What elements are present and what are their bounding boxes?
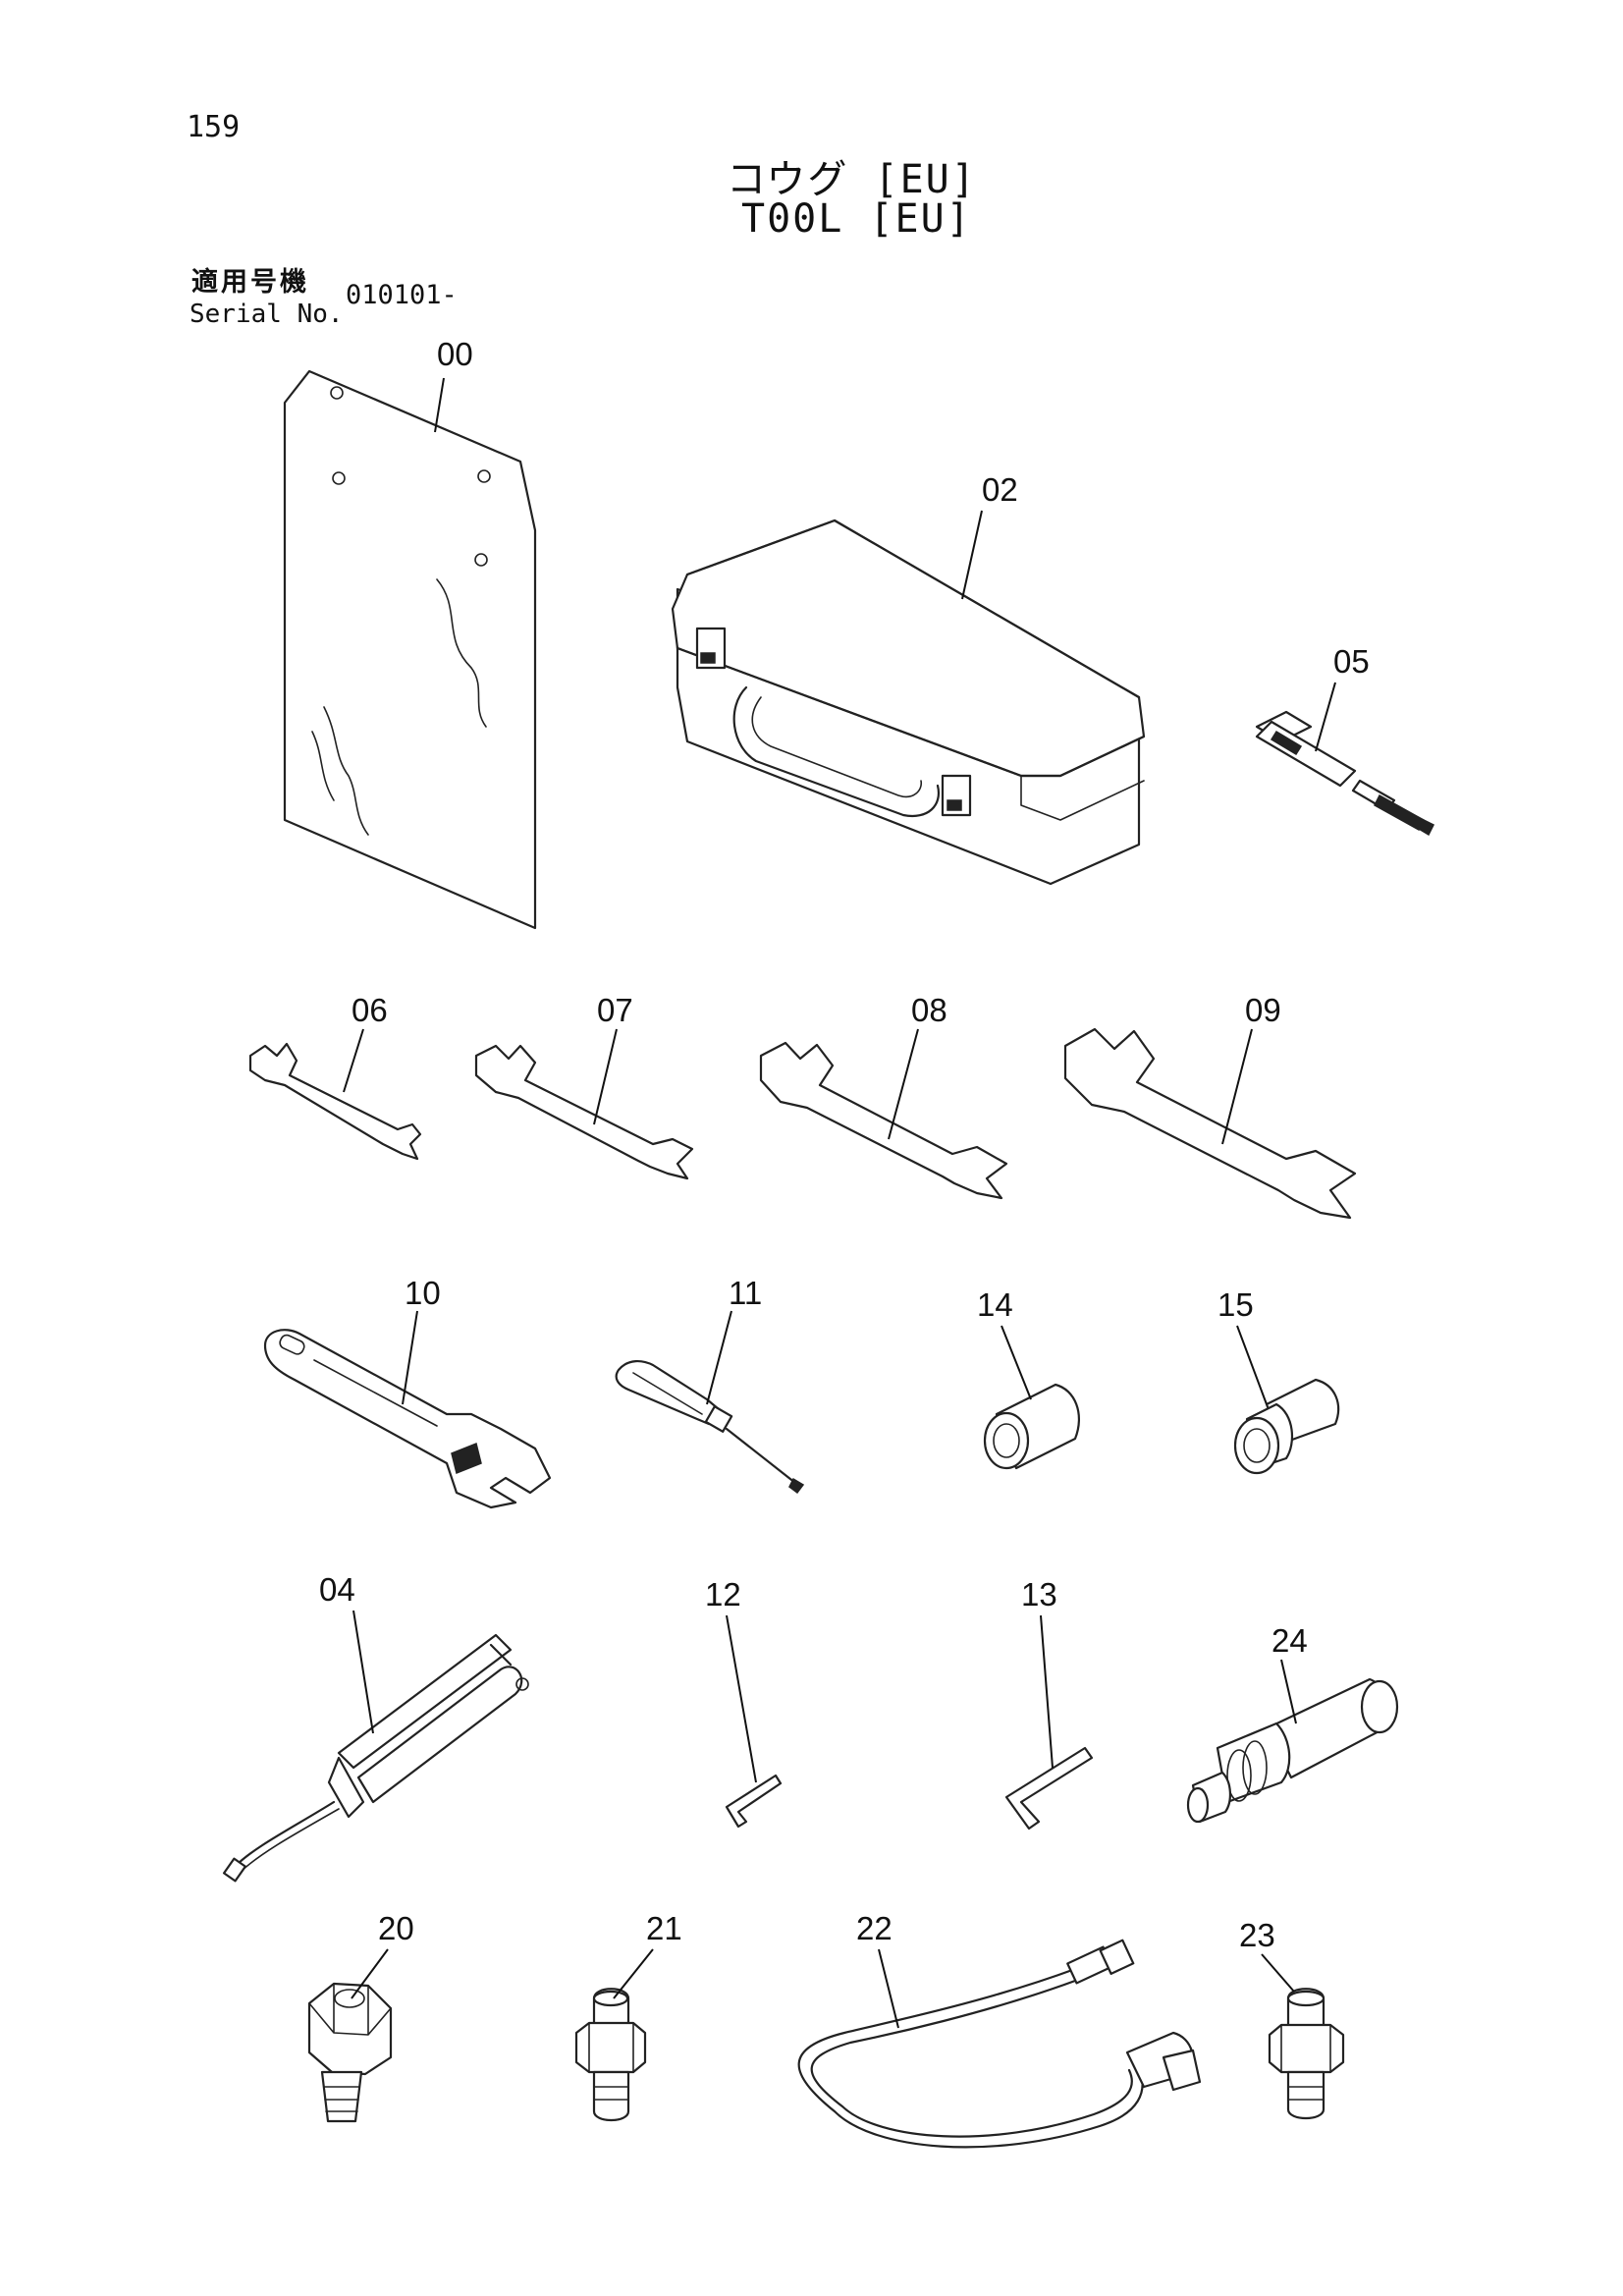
title-english: T00L [EU] — [741, 196, 972, 242]
part-label: 14 — [977, 1286, 1013, 1323]
socket-icon — [983, 1383, 1080, 1470]
part-05[interactable]: 05 — [1255, 643, 1435, 837]
part-label: 22 — [856, 1910, 893, 1946]
serial-label-english: Serial No. — [189, 300, 344, 329]
leader-line — [1040, 1614, 1054, 1769]
part-12[interactable]: 12 — [705, 1576, 783, 1829]
leader-line — [1280, 1659, 1297, 1724]
part-07[interactable]: 07 — [474, 992, 694, 1180]
part-21[interactable]: 21 — [574, 1910, 682, 2122]
leader-line — [1001, 1325, 1032, 1400]
part-label: 06 — [352, 992, 388, 1028]
socket-icon — [1233, 1378, 1340, 1475]
part-label: 09 — [1245, 992, 1281, 1028]
title-japanese: コウグ [EU] — [727, 157, 977, 202]
leader-line — [352, 1610, 374, 1734]
part-label: 04 — [319, 1571, 355, 1608]
part-label: 24 — [1271, 1622, 1308, 1659]
leader-line — [1261, 1953, 1295, 1993]
serial-label-japanese: 適用号機 — [191, 267, 309, 298]
hose-icon — [797, 1939, 1202, 2149]
part-06[interactable]: 06 — [248, 992, 422, 1161]
grease-gun-icon — [223, 1633, 529, 1883]
part-13[interactable]: 13 — [1004, 1576, 1094, 1831]
nipple-fitting-icon — [307, 1982, 393, 2123]
leader-line — [593, 1028, 618, 1125]
adjustable-wrench-icon — [263, 1329, 552, 1509]
leader-line — [1236, 1325, 1268, 1405]
leader-line — [888, 1028, 919, 1140]
part-09[interactable]: 09 — [1063, 992, 1357, 1220]
part-label: 23 — [1239, 1917, 1275, 1953]
part-14[interactable]: 14 — [977, 1286, 1080, 1470]
leader-line — [726, 1614, 757, 1783]
manual-holder-icon — [283, 369, 537, 930]
part-label: 11 — [729, 1275, 762, 1311]
page-number: 159 — [187, 110, 241, 144]
part-label: 12 — [705, 1576, 741, 1613]
part-22[interactable]: 22 — [797, 1910, 1202, 2149]
pin-bar-icon — [1255, 710, 1435, 837]
open-wrench-icon — [474, 1044, 694, 1180]
extension-tool-icon — [1186, 1677, 1399, 1824]
part-label: 13 — [1021, 1576, 1057, 1613]
hex-key-icon — [1004, 1746, 1094, 1831]
part-label: 15 — [1217, 1286, 1254, 1323]
open-wrench-icon — [759, 1041, 1008, 1200]
part-04[interactable]: 04 — [223, 1571, 529, 1883]
part-label: 07 — [597, 992, 633, 1028]
serial-value: 010101- — [346, 280, 458, 310]
part-label: 00 — [437, 336, 473, 372]
part-label: 10 — [405, 1275, 441, 1311]
part-15[interactable]: 15 — [1217, 1286, 1340, 1475]
part-08[interactable]: 08 — [759, 992, 1008, 1200]
leader-line — [878, 1948, 899, 2029]
leader-line — [1315, 682, 1336, 752]
open-wrench-icon — [1063, 1027, 1357, 1220]
leader-line — [1221, 1028, 1253, 1145]
part-23[interactable]: 23 — [1239, 1917, 1345, 2120]
open-wrench-icon — [248, 1042, 422, 1161]
adapter-fitting-icon — [1268, 1988, 1345, 2120]
part-20[interactable]: 20 — [307, 1910, 414, 2123]
part-label: 20 — [378, 1910, 414, 1946]
part-label: 21 — [646, 1910, 682, 1946]
part-24[interactable]: 24 — [1186, 1622, 1399, 1824]
part-02[interactable]: 02 — [671, 471, 1146, 886]
leader-line — [706, 1310, 732, 1405]
leader-line — [402, 1310, 418, 1405]
part-label: 05 — [1333, 643, 1370, 680]
leader-line — [343, 1028, 364, 1093]
tool-box-icon — [671, 519, 1146, 886]
part-00[interactable]: 00 — [283, 336, 537, 930]
screwdriver-icon — [615, 1360, 805, 1495]
adapter-fitting-icon — [574, 1988, 647, 2122]
part-label: 02 — [982, 471, 1018, 508]
leader-line — [961, 510, 983, 600]
leader-line — [613, 1948, 654, 1999]
part-label: 08 — [911, 992, 947, 1028]
hex-key-icon — [725, 1774, 783, 1829]
leader-line — [351, 1948, 389, 1999]
part-10[interactable]: 10 — [263, 1275, 552, 1509]
part-11[interactable]: 11 — [615, 1275, 805, 1495]
